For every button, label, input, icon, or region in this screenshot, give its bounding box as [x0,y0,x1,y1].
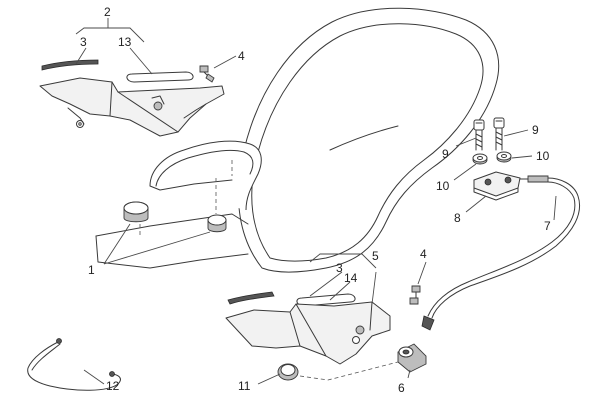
release-cable-7 [421,175,580,331]
lock-plate-8 [473,171,521,201]
screw-right-9 [493,117,505,151]
decal-right [296,293,356,307]
rubber-buffer-left [123,201,149,223]
callout-10-right: 10 [536,149,550,163]
grommet-11 [277,363,299,381]
power-socket-6 [299,343,427,381]
callout-3-bottom: 3 [336,261,343,275]
callout-4-bottom: 4 [420,247,427,261]
callout-11: 11 [238,379,251,393]
rubber-buffer-middle [207,214,227,233]
screw-top [199,65,215,83]
seat-base [95,140,262,269]
bushing-left-10 [472,153,488,165]
bushing-right-10 [496,151,512,163]
screw-left-9 [473,119,485,151]
trim-strip-left [41,59,99,71]
leader-lines [75,18,557,385]
trim-strip-right [227,291,275,305]
callout-1: 1 [88,263,95,277]
seat [237,7,500,273]
callout-numbers: 2 3 13 4 1 9 9 10 10 8 7 3 5 14 4 11 6 1… [80,5,551,395]
callout-3-top: 3 [80,35,87,49]
callout-5: 5 [372,249,379,263]
side-panel-left-assembly [39,59,225,137]
side-panel-left [39,77,225,137]
callout-4-top: 4 [238,49,245,63]
wire-12 [27,338,121,391]
decal-left [126,71,194,83]
side-panel-right [225,301,391,365]
callout-9-left: 9 [442,147,449,161]
callout-2: 2 [104,5,111,19]
callout-12: 12 [106,379,120,393]
callout-13: 13 [118,35,132,49]
callout-14: 14 [344,271,358,285]
callout-6: 6 [398,381,405,395]
screw-bottom [409,285,421,305]
callout-10-left: 10 [436,179,450,193]
side-panel-right-assembly [225,285,421,365]
callout-9-right: 9 [532,123,539,137]
callout-7: 7 [544,219,551,233]
seat-lock-assembly [472,117,521,201]
callout-8: 8 [454,211,461,225]
